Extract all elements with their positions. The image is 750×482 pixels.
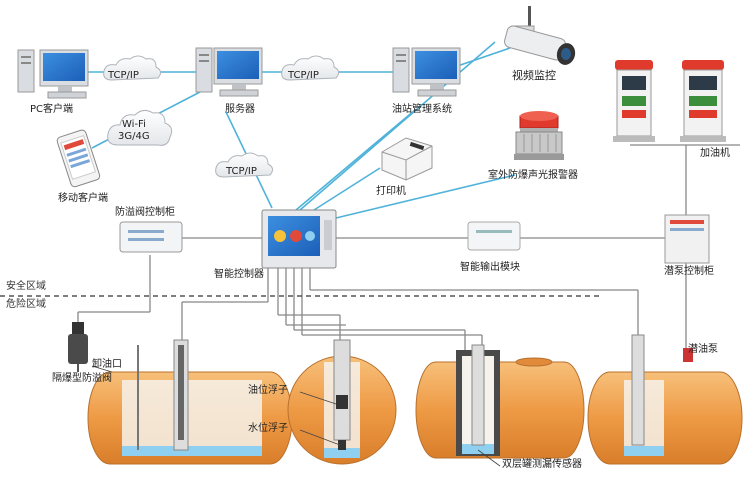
tcp-label-3: TCP/IP	[226, 166, 257, 177]
cloud-tcp-2	[281, 55, 340, 81]
dispenser-label: 加油机	[700, 148, 730, 159]
server-label: 服务器	[225, 104, 255, 115]
cloud-tcp-1	[103, 55, 162, 81]
pc-client-label: PC客户端	[30, 104, 74, 115]
danger-zone-label: 危险区域	[6, 299, 46, 310]
callout-lines	[91, 365, 501, 467]
station-mgmt-label: 油站管理系统	[392, 104, 452, 115]
video-label: 视频监控	[512, 69, 556, 82]
pump-cabinet-label: 潜泵控制柜	[664, 266, 714, 277]
dispenser-icon-1	[613, 60, 655, 142]
alarm-label: 室外防爆声光报警器	[488, 170, 578, 181]
safe-zone-label: 安全区域	[6, 281, 46, 292]
station-mgmt-icon	[392, 47, 461, 97]
printer-label: 打印机	[376, 186, 406, 197]
camera-icon	[504, 6, 576, 65]
oil-float-label: 油位浮子	[248, 385, 288, 396]
leak-sensor-label: 双层罐测漏传感器	[502, 459, 582, 470]
cloud-wifi	[107, 109, 173, 146]
tcp-label-1: TCP/IP	[108, 70, 139, 81]
valve-icon	[68, 322, 88, 372]
tcp-label-2: TCP/IP	[288, 70, 319, 81]
printer-icon	[381, 137, 433, 181]
tank-3	[415, 344, 585, 459]
dispenser-icon-2	[680, 60, 726, 142]
valve-label: 隔爆型防溢阀	[52, 373, 112, 384]
tank-2	[287, 339, 397, 465]
sub-pump-label: 潜油泵	[688, 344, 718, 355]
server-icon	[195, 47, 263, 97]
overfill-cabinet-label: 防溢阀控制柜	[115, 207, 175, 218]
tank-1	[87, 339, 293, 465]
pump-cabinet-icon	[664, 214, 710, 264]
tank-4	[587, 334, 743, 465]
pc-client-icon	[17, 49, 89, 99]
water-float-label: 水位浮子	[248, 423, 288, 434]
network-label: 3G/4G	[118, 131, 150, 142]
wifi-label: Wi-Fi	[122, 119, 146, 130]
controller-label: 智能控制器	[214, 269, 264, 280]
controller-icon	[261, 209, 337, 269]
unload-port-label: 卸油口	[92, 359, 122, 370]
overfill-cabinet-icon	[119, 221, 183, 253]
cloud-tcp-3	[215, 152, 274, 178]
alarm-icon	[514, 111, 564, 160]
output-module-icon	[467, 221, 521, 251]
control-lines	[77, 144, 740, 350]
mobile-label: 移动客户端	[58, 193, 108, 204]
mobile-icon	[56, 129, 101, 188]
output-module-label: 智能输出模块	[460, 262, 520, 273]
